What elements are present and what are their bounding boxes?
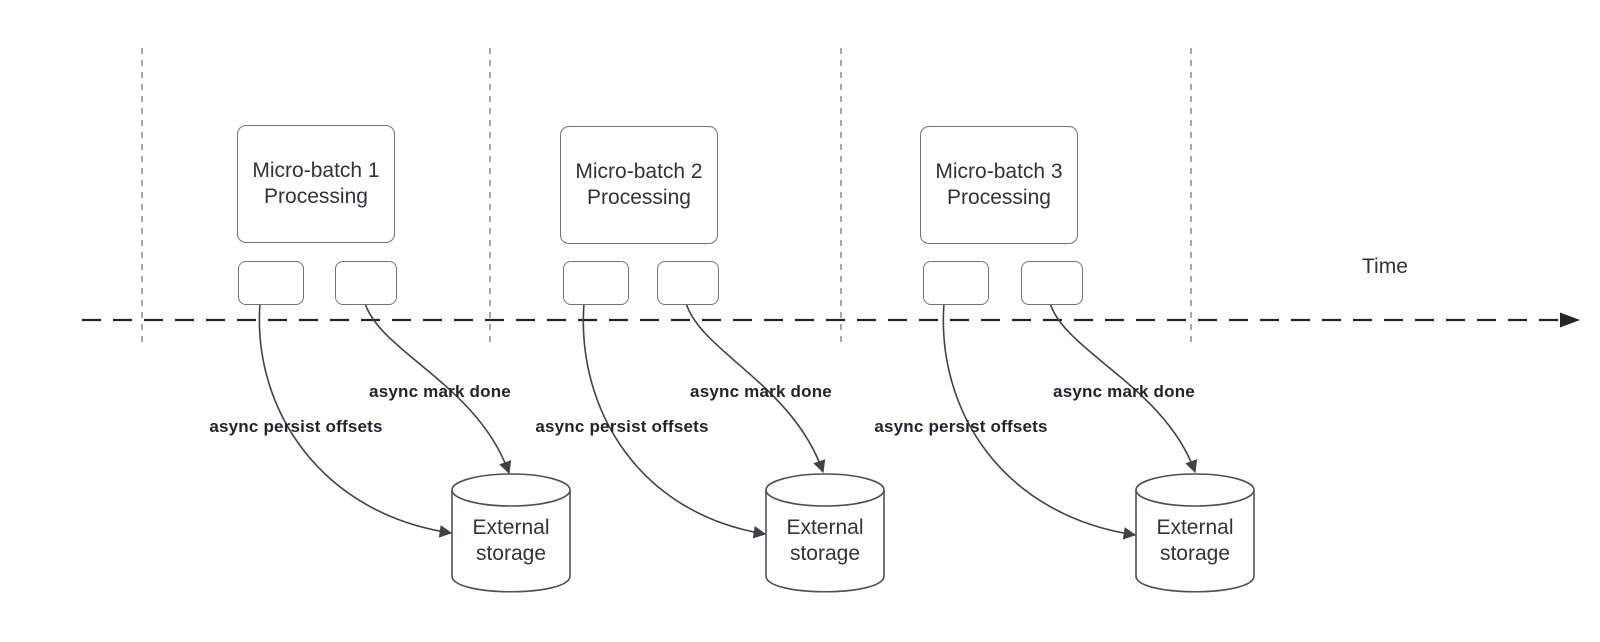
batch-title-3: Micro-batch 3 Processing: [935, 159, 1062, 211]
storage-label-1-line2: storage: [475, 542, 547, 565]
storage-cylinder-1: [451, 473, 571, 593]
task-box-persist-3: [923, 261, 989, 305]
batch-box-2: Micro-batch 2 Processing: [560, 126, 718, 244]
storage-cylinder-3: [1135, 473, 1255, 593]
persist-arrow-label-1: async persist offsets: [209, 417, 383, 436]
storage-label-3: External storage: [1136, 515, 1254, 567]
batch-box-3: Micro-batch 3 Processing: [920, 126, 1078, 244]
persist-arrow-label-2: async persist offsets: [535, 417, 709, 436]
storage-label-2-line2: storage: [789, 542, 861, 565]
task-box-done-2: [657, 261, 719, 305]
storage-label-1-line1: External: [472, 516, 550, 539]
timeline-arrow-icon: [1560, 312, 1580, 328]
mark-done-arrow-3: [1049, 302, 1195, 472]
task-box-persist-2: [563, 261, 629, 305]
storage-label-1: External storage: [452, 515, 570, 567]
batch-title-1-line2: Processing: [264, 185, 368, 208]
storage-label-2-line1: External: [786, 516, 864, 539]
done-arrow-label-1: async mark done: [369, 382, 511, 401]
storage-label-2: External storage: [766, 515, 884, 567]
batch-box-1: Micro-batch 1 Processing: [237, 125, 395, 243]
batch-title-2-line1: Micro-batch 2: [575, 160, 703, 183]
storage-cylinder-2: [765, 473, 885, 593]
batch-title-1: Micro-batch 1 Processing: [252, 158, 379, 210]
batch-title-2-line2: Processing: [587, 186, 691, 209]
task-box-done-1: [335, 261, 397, 305]
batch-title-3-line1: Micro-batch 3: [935, 160, 1063, 183]
mark-done-arrow-2: [685, 302, 823, 472]
persist-offsets-arrow-1: [258, 302, 451, 533]
mark-done-arrow-1: [364, 302, 509, 473]
storage-label-3-line2: storage: [1159, 542, 1231, 565]
done-arrow-label-3: async mark done: [1053, 382, 1195, 401]
storage-label-3-line1: External: [1156, 516, 1234, 539]
batch-title-1-line1: Micro-batch 1: [252, 159, 380, 182]
batch-title-3-line2: Processing: [947, 186, 1051, 209]
done-arrow-label-2: async mark done: [690, 382, 832, 401]
task-box-done-3: [1021, 261, 1083, 305]
persist-arrow-label-3: async persist offsets: [874, 417, 1048, 436]
persist-offsets-arrow-2: [582, 302, 765, 534]
batch-title-2: Micro-batch 2 Processing: [575, 159, 702, 211]
persist-offsets-arrow-3: [942, 302, 1135, 535]
task-box-persist-1: [238, 261, 304, 305]
time-axis-label: Time: [1362, 255, 1408, 278]
